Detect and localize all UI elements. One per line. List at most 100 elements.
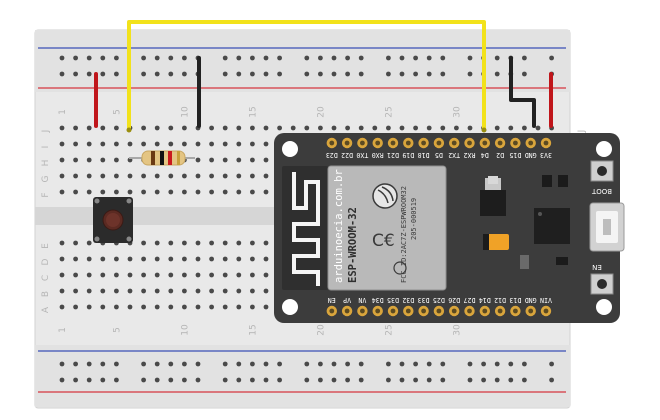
hole bbox=[508, 125, 514, 131]
row-letter: D bbox=[41, 258, 51, 265]
pin-label: D32 bbox=[402, 296, 414, 304]
hole bbox=[168, 272, 174, 278]
hole bbox=[263, 157, 269, 163]
hole bbox=[236, 304, 242, 310]
pin-label: RX2 bbox=[464, 151, 476, 159]
column-number: 10 bbox=[180, 106, 190, 118]
pin-label: RX0 bbox=[372, 151, 384, 159]
rail-hole bbox=[413, 71, 418, 77]
hole bbox=[209, 157, 215, 163]
pin-label: D22 bbox=[341, 151, 353, 159]
rail-hole bbox=[318, 55, 323, 61]
hole bbox=[114, 272, 119, 278]
ce-mark: C€ bbox=[372, 231, 395, 251]
pin-hole bbox=[344, 308, 350, 314]
hole bbox=[127, 288, 133, 294]
pin-label: TX0 bbox=[356, 151, 368, 159]
pin-label: D4 bbox=[481, 151, 489, 159]
hole bbox=[127, 189, 133, 195]
rail-hole bbox=[59, 361, 65, 367]
pin-label: EN bbox=[328, 296, 336, 304]
hole bbox=[195, 304, 201, 310]
mount-hole bbox=[596, 299, 612, 315]
pin-hole bbox=[390, 308, 396, 314]
hole bbox=[154, 240, 160, 246]
rail-hole bbox=[358, 71, 364, 77]
hole bbox=[494, 125, 500, 131]
hole bbox=[114, 173, 119, 179]
hole bbox=[154, 288, 160, 294]
rail-hole bbox=[413, 377, 418, 383]
hole bbox=[59, 240, 65, 246]
rail-hole bbox=[59, 55, 65, 61]
rail-hole bbox=[73, 377, 78, 383]
hole bbox=[236, 272, 242, 278]
rail-hole bbox=[399, 55, 405, 61]
push-button bbox=[93, 197, 133, 243]
rail-hole bbox=[331, 377, 337, 383]
rail-hole bbox=[114, 361, 119, 367]
hole bbox=[440, 125, 446, 131]
rail-hole bbox=[467, 377, 473, 383]
pin-hole bbox=[482, 308, 488, 314]
rail-hole bbox=[73, 71, 78, 77]
hole bbox=[195, 157, 201, 163]
rail-hole bbox=[426, 71, 432, 77]
hole bbox=[59, 173, 65, 179]
rail-hole bbox=[168, 71, 174, 77]
hole bbox=[127, 173, 133, 179]
hole bbox=[86, 141, 92, 147]
rail-hole bbox=[386, 71, 391, 77]
pin-label: D23 bbox=[326, 151, 338, 159]
rail-hole bbox=[467, 55, 473, 61]
hole bbox=[141, 141, 147, 147]
rail-hole bbox=[440, 55, 446, 61]
hole bbox=[386, 125, 391, 131]
esp32-board: 3V3GNDD15D2D4RX2TX2D5D18D19D21RX0TX0D22D… bbox=[274, 133, 625, 323]
hole bbox=[467, 125, 473, 131]
pin-label: D2 bbox=[496, 151, 504, 159]
hole bbox=[114, 157, 119, 163]
rail-hole bbox=[413, 55, 418, 61]
hole bbox=[250, 256, 255, 262]
smd-part bbox=[520, 255, 529, 269]
hole bbox=[236, 240, 242, 246]
hole bbox=[263, 240, 269, 246]
pin-label: D27 bbox=[464, 296, 476, 304]
pin-label: D34 bbox=[372, 296, 384, 304]
rail-hole bbox=[59, 377, 65, 383]
rail-hole bbox=[182, 55, 187, 61]
hole bbox=[154, 256, 160, 262]
hole bbox=[73, 173, 78, 179]
pin-hole bbox=[329, 308, 335, 314]
hole bbox=[290, 125, 296, 131]
pin-hole bbox=[329, 140, 335, 146]
rail-hole bbox=[494, 71, 500, 77]
hole bbox=[182, 272, 187, 278]
rail-hole bbox=[114, 71, 119, 77]
rail-hole bbox=[494, 55, 500, 61]
rail-hole bbox=[508, 377, 514, 383]
rail-hole bbox=[494, 361, 500, 367]
pin-label: VIN bbox=[540, 296, 552, 304]
row-letter: F bbox=[41, 192, 51, 197]
hole bbox=[154, 173, 160, 179]
pin-hole bbox=[421, 308, 426, 314]
hole bbox=[236, 157, 242, 163]
pin-hole bbox=[528, 308, 534, 314]
hole bbox=[195, 256, 201, 262]
pin-label: D19 bbox=[402, 151, 414, 159]
capacitor bbox=[483, 234, 509, 250]
hole bbox=[59, 157, 65, 163]
rail-hole bbox=[440, 71, 446, 77]
hole bbox=[168, 125, 174, 131]
rail-hole bbox=[263, 361, 269, 367]
rail-hole bbox=[358, 55, 364, 61]
pin-hole bbox=[344, 140, 350, 146]
pin-hole bbox=[375, 140, 381, 146]
hole bbox=[222, 189, 228, 195]
hole bbox=[86, 173, 92, 179]
hole bbox=[100, 125, 106, 131]
